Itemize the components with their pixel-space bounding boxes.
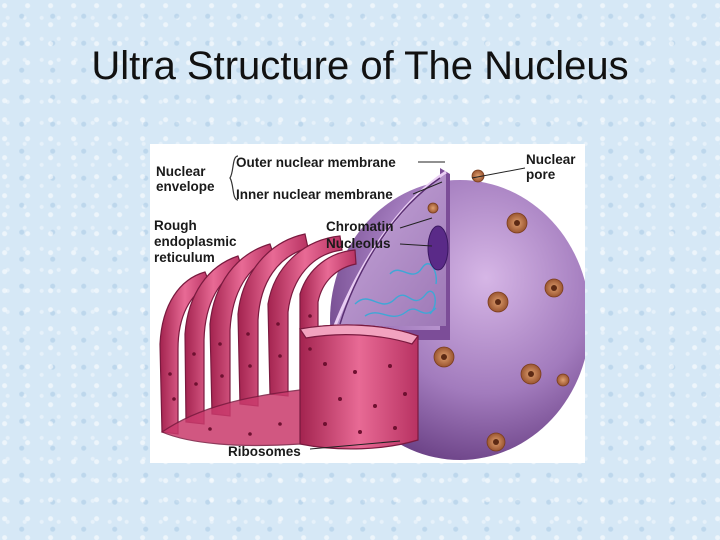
label-nucleolus: Nucleolus bbox=[326, 236, 391, 251]
label-nuclear-envelope-2: envelope bbox=[156, 179, 215, 194]
nucleus-illustration bbox=[159, 155, 585, 460]
nucleolus bbox=[427, 225, 449, 271]
label-rough-er-1: Rough bbox=[154, 218, 197, 233]
nucleus-interior bbox=[336, 174, 446, 326]
envelope-bracket bbox=[229, 155, 239, 201]
label-ribosomes: Ribosomes bbox=[228, 444, 301, 459]
label-inner-membrane: Inner nuclear membrane bbox=[236, 187, 393, 202]
label-rough-er-2: endoplasmic bbox=[154, 234, 237, 249]
ribosomes bbox=[168, 314, 407, 436]
label-outer-membrane: Outer nuclear membrane bbox=[236, 155, 396, 170]
leader-lines bbox=[309, 161, 526, 450]
label-nuclear-envelope-1: Nuclear bbox=[156, 164, 206, 179]
chromatin-threads bbox=[354, 263, 437, 317]
label-nuclear-pore-2: pore bbox=[526, 167, 556, 182]
slide-title: Ultra Structure of The Nucleus bbox=[91, 44, 629, 88]
label-chromatin: Chromatin bbox=[326, 219, 394, 234]
label-rough-er-3: reticulum bbox=[154, 250, 215, 265]
rough-er bbox=[159, 233, 419, 450]
label-nuclear-pore-1: Nuclear bbox=[526, 152, 576, 167]
nucleus-diagram: Nuclear envelope Outer nuclear membrane … bbox=[150, 144, 585, 463]
